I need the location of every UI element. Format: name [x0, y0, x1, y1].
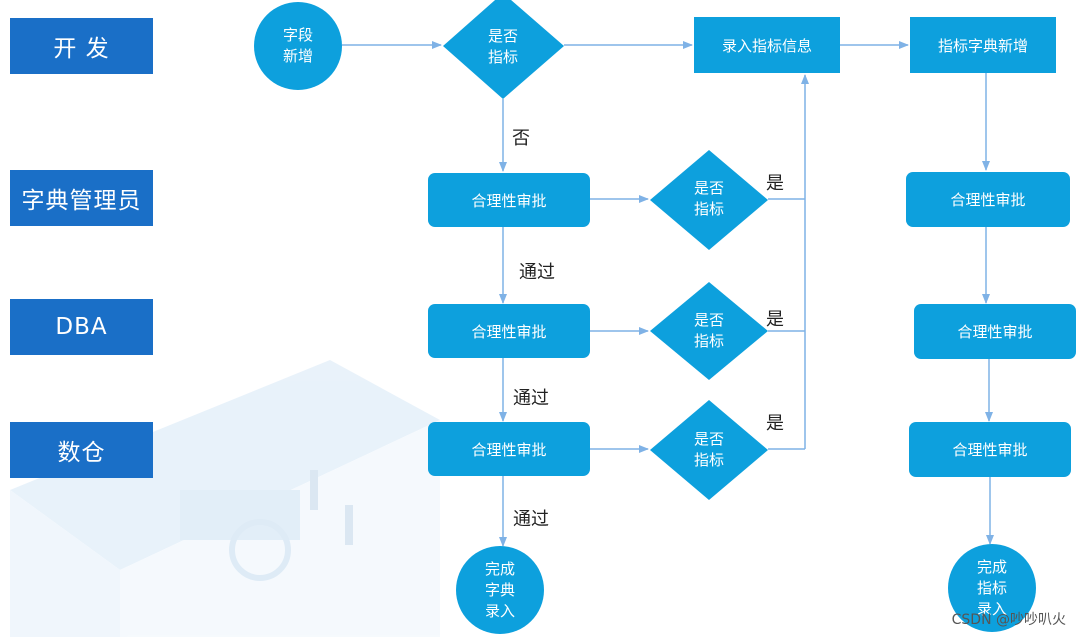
watermark: CSDN @吵吵叭火	[951, 612, 1066, 628]
decision-is-metric-admin-label: 是否 指标	[693, 179, 724, 218]
decision-is-metric-dw-label: 是否 指标	[693, 430, 724, 469]
edge-label-pass-3: 通过	[513, 509, 549, 530]
decision-is-metric-top	[443, 0, 564, 99]
node-right-review-3: 合理性审批	[909, 422, 1071, 477]
node-complete-metric-entry: 完成 指标 录入	[948, 544, 1036, 632]
edge-label-yes-2: 是	[766, 309, 784, 330]
decision-is-metric-top-label: 是否 指标	[487, 27, 518, 66]
edge-label-no: 否	[512, 128, 530, 149]
node-complete-dict-entry: 完成 字典 录入	[456, 546, 544, 634]
decision-is-metric-dw	[650, 400, 768, 500]
edge-label-pass-2: 通过	[513, 388, 549, 409]
edge-label-pass-1: 通过	[519, 262, 555, 283]
background-illustration	[10, 360, 440, 637]
decision-is-metric-admin	[650, 150, 768, 250]
node-review-dba: 合理性审批	[428, 304, 590, 358]
decision-is-metric-dba	[650, 282, 768, 380]
node-right-review-1: 合理性审批	[906, 172, 1070, 227]
edge-label-yes-1: 是	[766, 173, 784, 194]
node-right-review-2: 合理性审批	[914, 304, 1076, 359]
lane-dict-admin: 字典管理员	[10, 170, 153, 226]
node-enter-metric-info: 录入指标信息	[694, 17, 840, 73]
node-metric-dict-add: 指标字典新增	[910, 17, 1056, 73]
node-field-add: 字段 新增	[254, 2, 342, 90]
node-review-dict-admin: 合理性审批	[428, 173, 590, 227]
node-review-warehouse: 合理性审批	[428, 422, 590, 476]
edge-label-yes-3: 是	[766, 413, 784, 434]
lane-dev: 开 发	[10, 18, 153, 74]
lane-warehouse: 数仓	[10, 422, 153, 478]
lane-dba: DBA	[10, 299, 153, 355]
decision-is-metric-dba-label: 是否 指标	[693, 311, 724, 350]
